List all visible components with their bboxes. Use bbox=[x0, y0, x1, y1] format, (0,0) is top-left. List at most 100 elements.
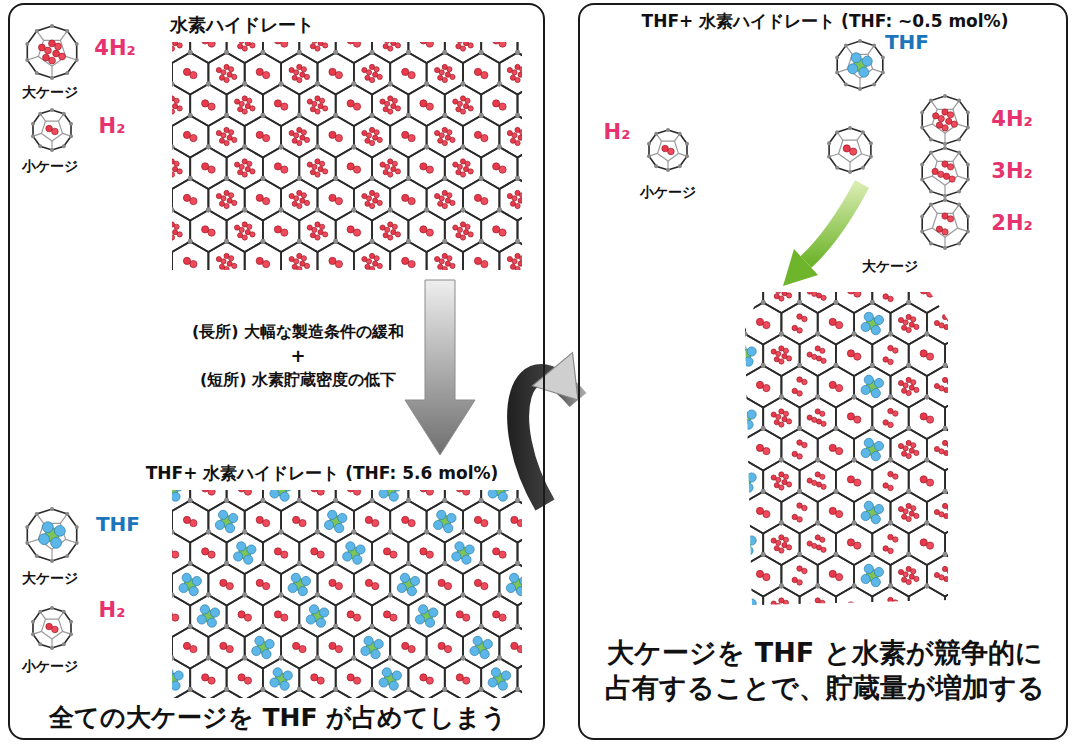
hydrogen-atom bbox=[323, 106, 328, 111]
cage-edge bbox=[318, 242, 354, 271]
lattice-frame bbox=[172, 42, 522, 270]
oxygen-dot bbox=[424, 593, 429, 598]
cage-edge bbox=[763, 586, 799, 628]
thf-hydrogen bbox=[962, 357, 971, 366]
oxygen-dot bbox=[351, 82, 356, 87]
hydrogen-atom bbox=[515, 140, 520, 145]
hydrogen-atom bbox=[730, 264, 735, 269]
oxygen-dot bbox=[870, 489, 875, 494]
thf-hydrogen bbox=[218, 510, 227, 519]
oxygen-dot bbox=[479, 624, 484, 629]
oxygen-dot bbox=[497, 208, 502, 213]
oxygen-dot bbox=[815, 584, 820, 589]
oxygen-dot bbox=[242, 593, 247, 598]
hydrogen-atom bbox=[281, 614, 288, 621]
oxygen-dot bbox=[406, 561, 411, 566]
oxygen-dot bbox=[224, 687, 229, 692]
cage-edge bbox=[872, 397, 908, 439]
thf-hydrogen bbox=[861, 448, 870, 457]
cage-edge bbox=[245, 564, 281, 606]
oxygen-dot bbox=[224, 687, 229, 692]
oxygen-dot bbox=[870, 237, 875, 242]
hydrogen-atom bbox=[721, 386, 726, 391]
thf-hydrogen bbox=[234, 552, 243, 561]
hydrogen-atom bbox=[392, 98, 397, 103]
oxygen-dot bbox=[1015, 237, 1020, 242]
hydrogen-atom bbox=[224, 266, 229, 270]
cage-edge bbox=[190, 147, 226, 189]
hydrogen-atom bbox=[312, 164, 317, 169]
cage-edge bbox=[245, 242, 281, 271]
hydrogen-atom bbox=[820, 348, 825, 353]
hydrogen-atom bbox=[172, 109, 175, 114]
hydrogen-atom bbox=[239, 227, 244, 232]
hydrogen-atom bbox=[903, 320, 908, 325]
hydrogen-atom bbox=[786, 482, 791, 487]
lattice-guests bbox=[702, 249, 1026, 649]
cage-edge bbox=[354, 179, 390, 221]
cage-edge bbox=[1000, 240, 1036, 282]
oxygen-dot bbox=[424, 656, 429, 661]
hydrogen-atom bbox=[263, 583, 270, 590]
hydrogen-atom bbox=[975, 318, 982, 325]
hydrogen-atom bbox=[911, 380, 916, 385]
oxygen-dot bbox=[997, 395, 1002, 400]
oxygen-dot bbox=[442, 239, 447, 244]
hydrogen-atom bbox=[888, 282, 893, 287]
oxygen-dot bbox=[442, 50, 447, 55]
hydrogen-atom bbox=[992, 420, 997, 425]
cage-edge bbox=[690, 586, 726, 628]
oxygen-dot bbox=[188, 687, 193, 692]
hydrogen-atom bbox=[779, 359, 784, 364]
cage-edge bbox=[299, 84, 335, 126]
cage-edge bbox=[408, 490, 444, 511]
oxygen-dot bbox=[206, 208, 211, 213]
oxygen-dot bbox=[479, 687, 484, 692]
oxygen-dot bbox=[924, 269, 929, 274]
thf-hydrogen bbox=[215, 520, 224, 529]
hydrogen-atom bbox=[232, 263, 237, 268]
hydrogen-atom bbox=[374, 130, 379, 135]
oxygen-dot bbox=[224, 50, 229, 55]
oxygen-dot bbox=[206, 82, 211, 87]
cage-edge bbox=[354, 53, 390, 95]
hydrogen-atom bbox=[992, 294, 997, 299]
oxygen-dot bbox=[834, 426, 839, 431]
cage-edge bbox=[854, 492, 890, 534]
oxygen-dot bbox=[424, 530, 429, 535]
oxygen-dot bbox=[906, 426, 911, 431]
hydrogen-atom bbox=[447, 256, 452, 261]
hydrogen-atom bbox=[786, 293, 791, 298]
oxygen-dot bbox=[333, 50, 338, 55]
oxygen-dot bbox=[779, 269, 784, 274]
oxygen-dot bbox=[406, 113, 411, 118]
oxygen-dot bbox=[761, 489, 766, 494]
oxygen-dot bbox=[297, 113, 302, 118]
hydrogen-atom bbox=[174, 161, 179, 166]
oxygen-dot bbox=[815, 458, 820, 463]
cage-edge bbox=[745, 429, 781, 471]
oxygen-dot bbox=[979, 615, 984, 620]
hydrogen-atom bbox=[426, 677, 433, 684]
hydrogen-atom bbox=[447, 130, 452, 135]
oxygen-dot bbox=[333, 687, 338, 692]
oxygen-dot bbox=[206, 530, 211, 535]
oxygen-dot bbox=[406, 498, 411, 503]
cage-edge bbox=[945, 523, 981, 565]
hydrogen-atom bbox=[914, 513, 919, 518]
oxygen-dot bbox=[724, 237, 729, 242]
oxygen-dot bbox=[424, 82, 429, 87]
oxygen-dot bbox=[370, 239, 375, 244]
thf-hydrogen bbox=[379, 678, 388, 687]
oxygen-dot bbox=[497, 82, 502, 87]
oxygen-dot bbox=[997, 395, 1002, 400]
cage-edge bbox=[190, 490, 226, 511]
oxygen-dot bbox=[406, 498, 411, 503]
oxygen-dot bbox=[351, 145, 356, 150]
hydrogen-atom bbox=[221, 196, 226, 201]
lattice-frame bbox=[688, 237, 1038, 659]
hydrogen-atom bbox=[797, 328, 802, 333]
cage-edge bbox=[927, 555, 963, 597]
oxygen-dot bbox=[333, 176, 338, 181]
hydrogen-atom bbox=[388, 172, 393, 177]
